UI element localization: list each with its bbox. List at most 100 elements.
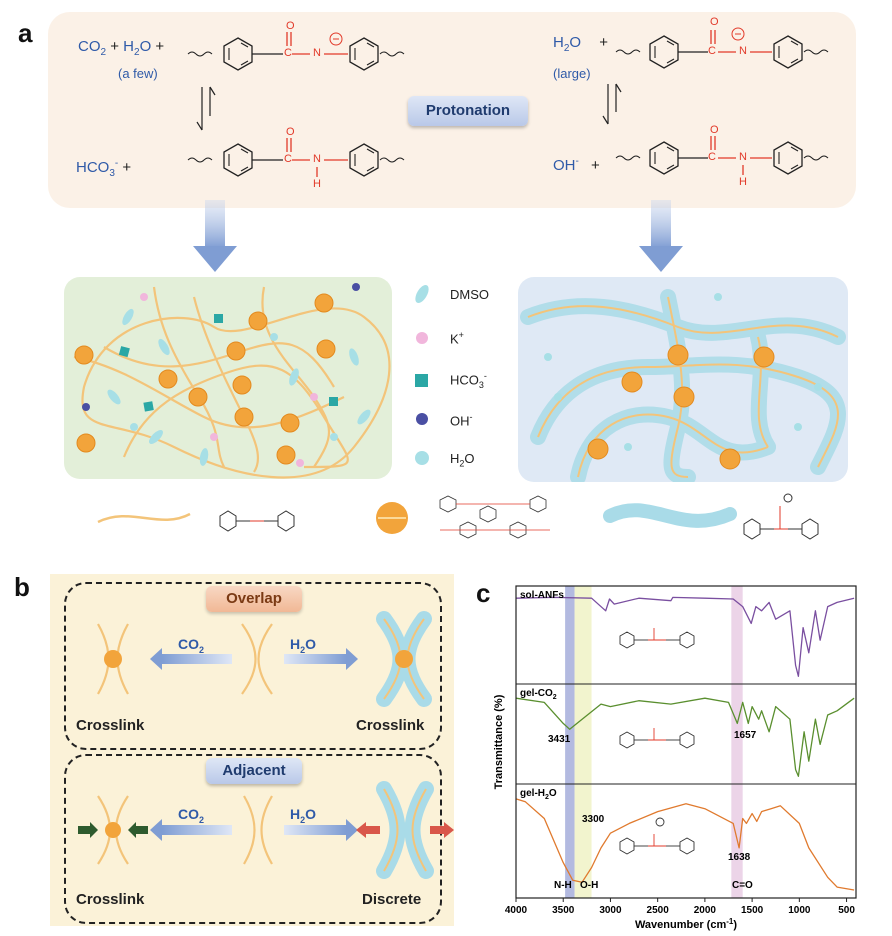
compress-arrow-right bbox=[128, 822, 148, 838]
equilibrium-arrow-right bbox=[602, 83, 622, 125]
amide-molecule-right bbox=[615, 136, 829, 175]
peak-1638: 1638 bbox=[728, 852, 751, 863]
hydroxide-sphere-icon bbox=[416, 413, 428, 425]
x-tick-label: 500 bbox=[838, 905, 855, 916]
x-tick-label: 2500 bbox=[647, 905, 670, 916]
crosslink-node bbox=[621, 371, 643, 393]
overlap-right-caption: Crosslink bbox=[356, 717, 425, 734]
reaction-molecules bbox=[187, 27, 829, 177]
crosslink-node bbox=[719, 448, 741, 470]
peak-3300: 3300 bbox=[582, 814, 605, 825]
crosslink-node bbox=[316, 339, 336, 359]
series-line-1 bbox=[515, 697, 855, 777]
panel-b-letter: b bbox=[14, 572, 30, 602]
legend-icons bbox=[415, 284, 429, 465]
water-reactant: H2O + bbox=[553, 34, 609, 54]
atom-h-right-bottom: H bbox=[739, 176, 747, 188]
crosslink-node bbox=[673, 386, 695, 408]
atom-n-right-bottom: N bbox=[739, 151, 747, 163]
adjacent-arrow-h2o bbox=[284, 819, 358, 841]
potassium-sphere-icon bbox=[416, 332, 428, 344]
amide-chain-icon bbox=[219, 510, 295, 532]
overlap-box bbox=[64, 582, 442, 750]
anion-molecule-left bbox=[187, 32, 405, 71]
atom-n-left-top: N bbox=[313, 47, 321, 59]
crosslink-node bbox=[587, 438, 609, 460]
overlap-arrow-co2 bbox=[150, 648, 232, 670]
atom-n-right-top: N bbox=[739, 45, 747, 57]
co2-gel-network bbox=[73, 283, 391, 479]
down-arrow-right bbox=[639, 200, 683, 272]
crosslink-ball-icon bbox=[376, 502, 408, 534]
overlap-crosslink-right bbox=[376, 611, 432, 707]
atom-c-right-top: C bbox=[708, 45, 716, 57]
crosslink-node bbox=[276, 445, 296, 465]
crosslink-node bbox=[667, 344, 689, 366]
crosslink-node bbox=[232, 375, 252, 395]
plot-frame bbox=[515, 585, 857, 899]
anion-molecule-right bbox=[615, 27, 829, 69]
crosslink-node bbox=[226, 341, 246, 361]
legend-hydroxide: OH- bbox=[450, 412, 473, 429]
adjacent-discrete-right bbox=[376, 781, 434, 879]
crosslink-node bbox=[314, 293, 334, 313]
hydrated-amide-icon bbox=[743, 493, 819, 540]
panel-a-letter: a bbox=[18, 18, 33, 48]
stacked-chain-icon bbox=[439, 495, 550, 539]
legend-dmso: DMSO bbox=[450, 287, 489, 302]
h2o-gel-network bbox=[520, 289, 846, 482]
overlap-arrow-h2o bbox=[284, 648, 358, 670]
separate-arrow-left bbox=[356, 822, 380, 838]
hydroxide-product: OH- + bbox=[553, 156, 600, 174]
adjacent-arrow-co2 bbox=[150, 819, 232, 841]
adjacent-label: Adjacent bbox=[206, 758, 302, 784]
series-label-h2o: gel-H2O bbox=[520, 788, 557, 801]
structure-legend-row bbox=[97, 493, 819, 540]
band-label-oh: O-H bbox=[580, 880, 598, 891]
atom-c-left-bottom: C bbox=[284, 153, 292, 165]
crosslink-node bbox=[753, 346, 775, 368]
adjacent-node-left bbox=[105, 822, 121, 838]
band-label-co: C=O bbox=[732, 880, 753, 891]
y-axis-label: Transmittance (%) bbox=[493, 694, 505, 789]
bicarbonate-product: HCO3- + bbox=[76, 158, 132, 179]
dmso-ellipse-icon bbox=[415, 284, 429, 304]
x-tick-label: 3000 bbox=[599, 905, 622, 916]
inset-molecule-co2 bbox=[619, 728, 695, 749]
co2-reactant: CO2 + H2O + bbox=[78, 38, 165, 58]
hydrated-fiber-icon bbox=[603, 503, 737, 528]
inset-molecule-sol bbox=[619, 628, 695, 649]
atom-o-left-bottom: O bbox=[286, 126, 295, 138]
legend-potassium: K+ bbox=[450, 330, 464, 347]
peak-3431: 3431 bbox=[548, 734, 571, 745]
series-line-0 bbox=[515, 596, 855, 677]
overlap-co2-label: CO2 bbox=[178, 636, 205, 655]
band-nh bbox=[565, 586, 575, 898]
peak-1657: 1657 bbox=[734, 730, 757, 741]
water-sphere-icon bbox=[415, 451, 429, 465]
few-note: (a few) bbox=[118, 66, 158, 81]
panel-c-letter: c bbox=[476, 578, 491, 608]
down-arrow-left bbox=[193, 200, 237, 272]
amide-molecule-left bbox=[187, 138, 405, 177]
crosslink-node bbox=[248, 311, 268, 331]
atom-c-right-bottom: C bbox=[708, 151, 716, 163]
protonation-label: Protonation bbox=[408, 96, 528, 126]
series-label-sol: sol-ANFs bbox=[520, 590, 564, 601]
adjacent-center-fibers bbox=[243, 795, 273, 865]
x-axis-label: Wavenumber (cm-1) bbox=[635, 917, 737, 931]
adjacent-h2o-label: H2O bbox=[290, 806, 317, 825]
overlap-center-fibers bbox=[241, 623, 273, 695]
x-tick-label: 3500 bbox=[552, 905, 575, 916]
x-tick-label: 1000 bbox=[788, 905, 811, 916]
large-note: (large) bbox=[553, 66, 591, 81]
crosslink-node bbox=[280, 413, 300, 433]
series-label-co2: gel-CO2 bbox=[520, 688, 557, 701]
legend-bicarbonate: HCO3- bbox=[450, 371, 487, 390]
atom-c-left-top: C bbox=[284, 47, 292, 59]
x-tick-label: 1500 bbox=[741, 905, 764, 916]
panel-b-graphics bbox=[78, 611, 454, 879]
atom-n-left-bottom: N bbox=[313, 153, 321, 165]
compress-arrow-left bbox=[78, 822, 98, 838]
